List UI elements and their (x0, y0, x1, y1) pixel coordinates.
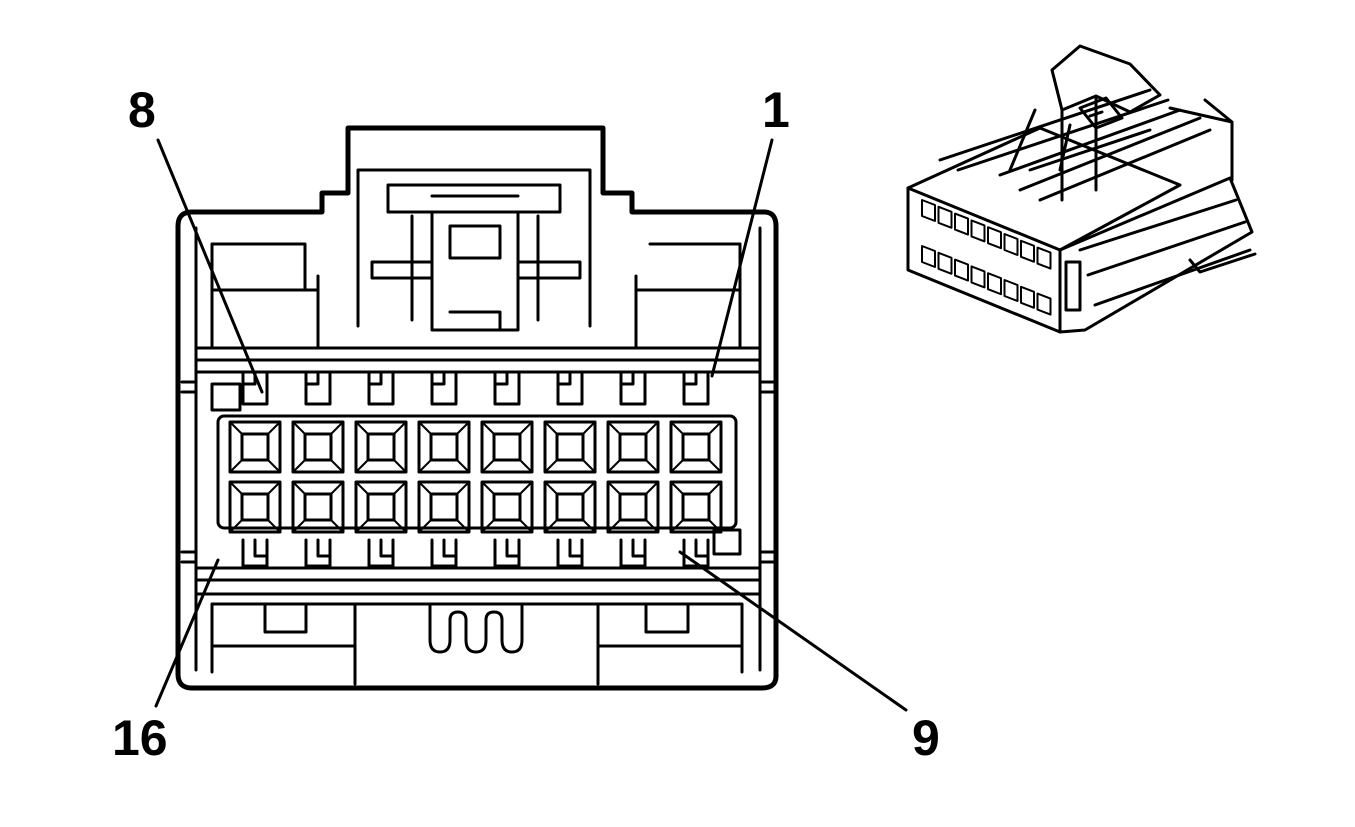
bottom-tab-right (644, 604, 690, 634)
lock-tab-bottom (241, 538, 269, 568)
terminal-cavity (291, 420, 345, 474)
pin-label-16: 16 (112, 710, 168, 766)
terminal-cavity (606, 420, 660, 474)
lock-tab-bottom (556, 538, 584, 568)
leader-line-8 (156, 138, 264, 394)
bottom-snap (428, 604, 524, 654)
side-block-right (634, 242, 742, 350)
latch-tab (386, 183, 562, 332)
iso-cavity (970, 265, 986, 289)
iso-cavity (1036, 246, 1052, 270)
iso-cavity (954, 258, 969, 282)
terminal-cells (228, 420, 723, 534)
terminal-cavity (291, 480, 345, 534)
terminal-cavity (480, 480, 534, 534)
lock-tab-top (304, 372, 332, 406)
cavity-frame (216, 414, 738, 530)
iso-body-side (1058, 176, 1254, 334)
iso-cavity (1020, 239, 1035, 263)
side-walls (180, 226, 776, 672)
lock-tab-top (682, 372, 710, 406)
leader-line-16 (154, 558, 220, 708)
terminal-cavity (543, 420, 597, 474)
terminal-cavity (354, 420, 408, 474)
latch-rails (370, 214, 582, 322)
leader-line-1 (710, 138, 774, 378)
iso-cavity (970, 219, 986, 243)
lock-tab-top (556, 372, 584, 406)
terminal-cavity (480, 420, 534, 474)
iso-side-slots (1078, 198, 1257, 307)
key-square-top (210, 382, 242, 412)
leader-line-9 (678, 550, 908, 712)
lock-tab-top (367, 372, 395, 406)
terminal-cavity (543, 480, 597, 534)
lock-tab-top (619, 372, 647, 406)
key-square-bottom (712, 528, 742, 556)
iso-cavity (1003, 233, 1019, 256)
terminal-cavity (417, 480, 471, 534)
lock-tabs (241, 372, 710, 568)
lower-rail (194, 566, 762, 596)
connector-isometric-view (906, 44, 1257, 334)
iso-cavity (937, 251, 953, 275)
iso-cavity (987, 226, 1002, 250)
iso-cavity (987, 272, 1002, 296)
iso-cavity (1020, 285, 1035, 309)
lock-tab-bottom (619, 538, 647, 568)
latch-outline (356, 168, 592, 328)
lock-tab-bottom (367, 538, 395, 568)
lock-tab-top (430, 372, 458, 406)
connector-face (154, 125, 908, 712)
iso-ribs (938, 88, 1234, 202)
bottom-tab-left (263, 604, 308, 634)
iso-cavity (1036, 292, 1052, 316)
terminal-cavity (606, 480, 660, 534)
housing-outline (175, 125, 779, 691)
iso-body-top (906, 126, 1182, 252)
upper-rail (194, 346, 762, 374)
iso-cavities (921, 199, 1052, 316)
terminal-cavity (669, 480, 723, 534)
terminal-cavity (228, 420, 282, 474)
iso-cavity (937, 205, 953, 229)
terminal-cavity (417, 420, 471, 474)
iso-cavity (954, 212, 969, 236)
terminal-cavity (669, 420, 723, 474)
terminal-cavity (228, 480, 282, 534)
iso-side-block (1064, 260, 1082, 312)
lock-tab-bottom (304, 538, 332, 568)
lock-tab-bottom (682, 538, 710, 568)
lock-tab-top (493, 372, 521, 406)
iso-cavity (1003, 279, 1019, 302)
pin-label-9: 9 (912, 710, 940, 766)
pin-label-8: 8 (128, 82, 156, 138)
lock-tab-bottom (430, 538, 458, 568)
bottom-frame (210, 602, 744, 686)
lock-tab-bottom (493, 538, 521, 568)
iso-cavity (921, 245, 936, 268)
iso-latch-detail (1008, 96, 1152, 172)
lock-tab-top (241, 372, 269, 406)
terminal-cavity (354, 480, 408, 534)
iso-cavity (921, 199, 936, 222)
side-block-left (210, 242, 320, 350)
pin-label-1: 1 (762, 82, 790, 138)
